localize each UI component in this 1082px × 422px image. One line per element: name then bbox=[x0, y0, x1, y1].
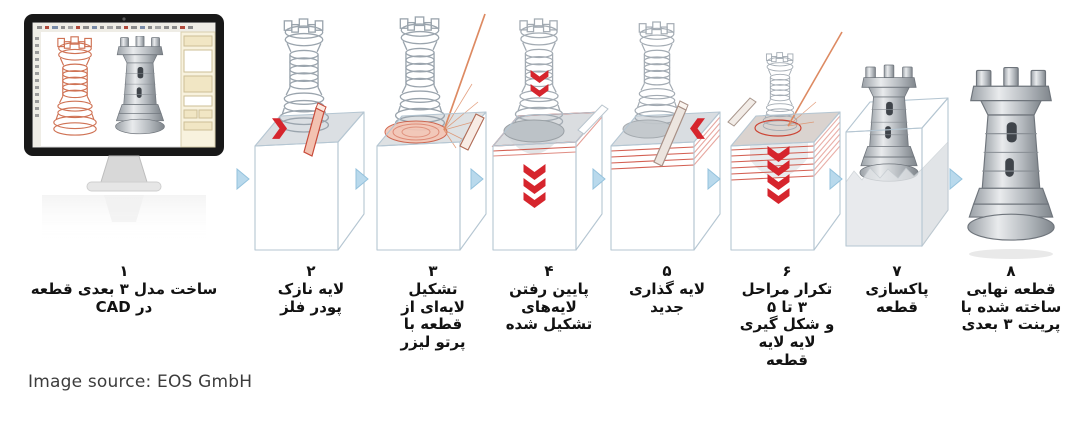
flow-arrow-icon bbox=[355, 168, 369, 190]
final-rook-icon bbox=[967, 66, 1055, 241]
chevron-down-icon bbox=[523, 178, 546, 194]
melted-layer-disc bbox=[384, 120, 448, 144]
flow-arrow-icon bbox=[829, 168, 843, 190]
layer-lines bbox=[492, 116, 603, 157]
monitor-base bbox=[86, 181, 162, 192]
step-2-powder-layer: ۲ لایه نازک پودر فلز bbox=[250, 10, 372, 316]
flow-arrow-icon bbox=[949, 168, 963, 190]
powder-pile bbox=[845, 141, 949, 248]
step-number: ۸ bbox=[1006, 262, 1016, 280]
recoater-blade bbox=[727, 97, 757, 127]
step-label: قطعه نهایی ساخته شده با پرینت ۳ بعدی bbox=[960, 280, 1062, 334]
step-label: لایه گذاری جدید bbox=[628, 280, 706, 316]
laser-exposure-graphic bbox=[372, 10, 494, 262]
step-label: تکرار مراحل ۳ تا ۵ و شکل گیری لایه لایه … bbox=[739, 280, 835, 369]
step-number: ۳ bbox=[428, 262, 438, 280]
step-8-final-part: ۸ قطعه نهایی ساخته شده با پرینت ۳ بعدی bbox=[956, 10, 1066, 334]
shadow bbox=[969, 249, 1053, 259]
step-7-part-cleaning: ۷ پاکسازی قطعه bbox=[842, 10, 952, 316]
recoating-graphic bbox=[606, 10, 728, 262]
rook-wireframe-icon bbox=[394, 16, 446, 131]
chevron-down-icon bbox=[523, 192, 546, 208]
step-label: ساخت مدل ۳ بعدی قطعه در CAD bbox=[30, 280, 218, 316]
cad-side-panel bbox=[180, 31, 216, 148]
monitor-stand bbox=[100, 155, 148, 183]
flow-arrow-icon bbox=[592, 168, 606, 190]
step-label: پاکسازی قطعه bbox=[865, 280, 929, 316]
recoater-blade bbox=[577, 104, 609, 135]
step-4-platform-lowering: ۴ پایین رفتن لایه‌های تشکیل شده bbox=[488, 10, 610, 334]
step-number: ۷ bbox=[892, 262, 902, 280]
step-label: پایین رفتن لایه‌های تشکیل شده bbox=[505, 280, 593, 334]
step-number: ۱ bbox=[119, 262, 129, 280]
platform-lowering-graphic bbox=[488, 10, 610, 262]
part-cleaning-graphic bbox=[842, 10, 952, 262]
rook-wireframe-icon bbox=[634, 21, 680, 125]
step-6-layer-repetition: ۶ تکرار مراحل ۳ تا ۵ و شکل گیری لایه لای… bbox=[726, 10, 848, 369]
printed-rook-icon bbox=[859, 64, 919, 182]
recoater-blade bbox=[303, 102, 327, 157]
step-5-new-layer-coating: ۵ لایه گذاری جدید bbox=[606, 10, 728, 316]
recoater-blade bbox=[653, 100, 689, 167]
image-source-caption: Image source: EOS GmbH bbox=[28, 372, 253, 392]
flow-arrow-icon bbox=[707, 168, 721, 190]
step-3-laser-melting: ۳ تشکیل لایه‌ای از قطعه با پرتو لیزر bbox=[372, 10, 494, 352]
chevron-down-icon bbox=[523, 164, 546, 180]
step-1-cad-modeling: ۱ ساخت مدل ۳ بعدی قطعه در CAD bbox=[12, 10, 236, 316]
step-label: تشکیل لایه‌ای از قطعه با پرتو لیزر bbox=[400, 280, 466, 352]
melt-contour bbox=[754, 119, 802, 137]
monitor-reflection bbox=[42, 195, 206, 243]
rook-wireframe-icon bbox=[514, 18, 564, 129]
final-part-graphic bbox=[956, 10, 1066, 262]
step-number: ۲ bbox=[306, 262, 316, 280]
recoater-blade bbox=[459, 113, 485, 151]
build-chamber-cube-front bbox=[845, 127, 923, 247]
layer-lines bbox=[610, 116, 721, 170]
cad-monitor-graphic bbox=[12, 10, 236, 262]
monitor-icon bbox=[24, 14, 224, 156]
step-number: ۶ bbox=[782, 262, 792, 280]
powder-bed-surface bbox=[731, 112, 840, 146]
chevron-down-icon bbox=[767, 188, 790, 204]
powder-coating-graphic bbox=[250, 10, 372, 262]
step-label: لایه نازک پودر فلز bbox=[277, 280, 345, 316]
step-number: ۴ bbox=[544, 262, 554, 280]
step-number: ۵ bbox=[662, 262, 672, 280]
flow-arrow-icon bbox=[236, 168, 250, 190]
layer-stack-graphic bbox=[726, 10, 848, 262]
flow-arrow-icon bbox=[470, 168, 484, 190]
layer-lines bbox=[730, 115, 841, 181]
